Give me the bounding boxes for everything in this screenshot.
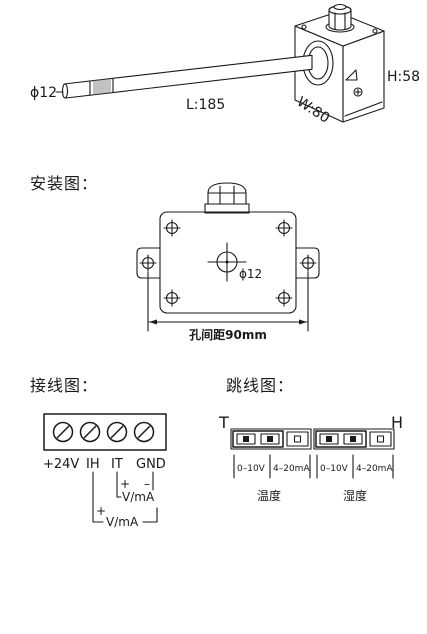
jumper-pin	[293, 435, 302, 443]
product-drawing: ϕ12 L:185 H:58 W:80	[30, 3, 420, 127]
left-mounting-ear	[136, 247, 161, 279]
it-output-minus: –	[144, 477, 150, 491]
screw-bottom-right-cross	[275, 289, 293, 307]
jumper-pin-frame	[236, 433, 256, 445]
center-hole-dot	[225, 260, 229, 264]
screw-bottom-left-cross	[163, 289, 181, 307]
terminal-screw-it	[106, 421, 128, 443]
humidity-option-current: 4–20mA	[356, 464, 393, 474]
terminal-screw-ih	[79, 421, 101, 443]
humidity-option-ticks	[316, 454, 394, 479]
gnd-wire-lower	[142, 507, 158, 523]
height-label: H:58	[387, 69, 420, 85]
wiring-diagram: +24V IH IT GND + – V/mA + V/mA	[43, 413, 167, 529]
cable-gland-cap	[333, 3, 347, 11]
terminal-screw-slot	[83, 425, 97, 439]
humidity-group-label: 湿度	[343, 488, 367, 503]
ih-output-plus: +	[96, 504, 106, 518]
screw-top-right-cross	[275, 219, 293, 237]
jumper-right-end-label: H	[391, 413, 403, 432]
side-screw-slot	[354, 88, 362, 96]
temperature-group-label: 温度	[257, 488, 281, 503]
dimension-arrow-left	[149, 319, 157, 325]
ih-output-wire	[92, 471, 104, 523]
probe-diameter-label: ϕ12	[30, 85, 57, 101]
top-screw-left	[301, 24, 307, 30]
jumper-pin	[376, 435, 385, 443]
it-output-wire	[116, 471, 122, 498]
probe-tip	[61, 83, 69, 99]
terminal-label-24v: +24V	[43, 457, 79, 472]
right-mounting-ear	[295, 247, 320, 279]
left-ear-hole-cross	[139, 254, 157, 272]
enclosure-outline	[159, 211, 297, 314]
terminal-block	[43, 413, 167, 451]
it-output-plus: +	[120, 477, 130, 491]
length-label: L:185	[186, 97, 225, 113]
cable-gland-facets	[207, 185, 247, 205]
probe-rod	[63, 54, 313, 99]
cable-gland-base	[204, 203, 250, 214]
terminal-screw-slot	[56, 425, 70, 439]
right-ear-hole-cross	[299, 254, 317, 272]
jumper-pin	[267, 436, 273, 442]
dimension-arrow-right	[299, 319, 307, 325]
temperature-option-voltage: 0–10V	[237, 464, 266, 474]
jumper-diagram: T H 0–10V 4–20mA 0–10V 4–20mA 温度 湿度	[218, 413, 403, 503]
center-hole-label: ϕ12	[239, 267, 262, 281]
dimension-extension-lines	[147, 271, 309, 332]
terminal-screw-slot	[137, 425, 151, 439]
terminal-label-it: IT	[111, 457, 123, 472]
jumper-cap-temperature	[232, 430, 284, 448]
jumper-pin	[243, 436, 249, 442]
jumper-header-temperature	[230, 428, 312, 450]
terminal-label-gnd: GND	[136, 457, 166, 472]
jumper-pin-frame	[260, 433, 280, 445]
installation-heading: 安装图：	[30, 174, 98, 193]
sensor-filter-band	[89, 77, 114, 96]
sensor-filter-hatch	[93, 78, 111, 95]
ih-output-signal: V/mA	[106, 515, 139, 529]
it-output-signal: V/mA	[122, 490, 155, 504]
installation-drawing: ϕ12 孔间距90mm	[136, 182, 320, 342]
jumper-pin	[350, 436, 356, 442]
jumper-cap-humidity	[315, 430, 367, 448]
top-screw-right	[372, 28, 378, 34]
terminal-screw-slot	[110, 425, 124, 439]
temperature-option-current: 4–20mA	[273, 464, 310, 474]
terminal-screw-24v	[52, 421, 74, 443]
terminal-screw-gnd	[133, 421, 155, 443]
humidity-option-voltage: 0–10V	[320, 464, 349, 474]
side-screw-icon	[353, 87, 363, 97]
cable-gland-facets	[334, 12, 346, 30]
jumper-pin	[326, 436, 332, 442]
wiring-heading: 接线图：	[30, 376, 98, 395]
hole-spacing-label: 孔间距90mm	[189, 327, 267, 342]
jumper-pin-frame	[286, 431, 309, 447]
jumper-heading: 跳线图：	[226, 376, 294, 395]
jumper-header-humidity	[313, 428, 395, 450]
jumper-left-end-label: T	[218, 413, 229, 432]
enclosure-foot-edge	[344, 101, 383, 117]
screw-top-left-cross	[163, 219, 181, 237]
mounting-ear-icon	[345, 69, 358, 81]
terminal-label-ih: IH	[86, 457, 100, 472]
jumper-pin-frame	[343, 433, 363, 445]
jumper-pin-frame	[369, 431, 392, 447]
temperature-option-ticks	[233, 454, 311, 479]
jumper-pin-frame	[319, 433, 339, 445]
